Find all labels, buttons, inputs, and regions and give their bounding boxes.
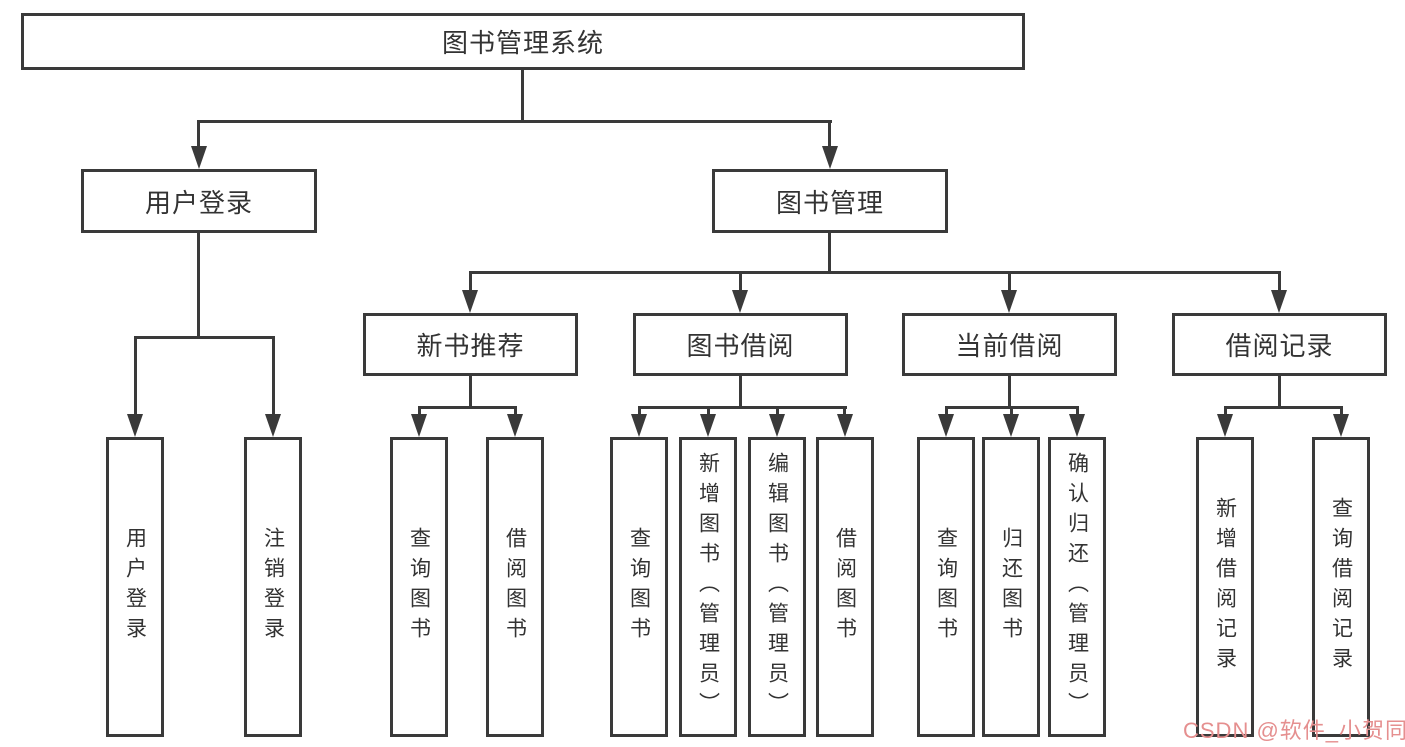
node-current-borrow: 当前借阅 bbox=[902, 313, 1117, 376]
connector-user-login-bar bbox=[134, 336, 275, 339]
arrow-down-icon bbox=[1069, 414, 1085, 437]
leaf-bb-borrow-books-label: 借阅图书 bbox=[833, 527, 857, 647]
connector-book-borrow-stem bbox=[739, 376, 742, 409]
connector-drop bbox=[945, 406, 948, 416]
arrow-down-icon bbox=[507, 414, 523, 437]
connector-new-book-bar bbox=[418, 406, 517, 409]
connector-drop bbox=[1076, 406, 1079, 416]
leaf-cb-confirm-return-admin-label: 确认归还（管理员） bbox=[1065, 452, 1089, 722]
arrow-down-icon bbox=[822, 146, 838, 169]
connector-book-borrow-bar bbox=[638, 406, 847, 409]
leaf-user-login: 用户登录 bbox=[106, 437, 164, 737]
leaf-cb-return-books-label: 归还图书 bbox=[999, 527, 1023, 647]
connector-drop-book-borrow bbox=[739, 271, 742, 293]
connector-drop bbox=[1340, 406, 1343, 416]
connector-drop-user-login bbox=[197, 120, 200, 149]
leaf-br-add-record: 新增借阅记录 bbox=[1196, 437, 1254, 737]
arrow-down-icon bbox=[1271, 290, 1287, 313]
connector-drop bbox=[776, 406, 779, 416]
arrow-down-icon bbox=[1003, 414, 1019, 437]
connector-drop bbox=[707, 406, 710, 416]
leaf-user-login-label: 用户登录 bbox=[123, 527, 147, 647]
leaf-bb-add-books-admin-label: 新增图书（管理员） bbox=[696, 452, 720, 722]
leaf-bb-edit-books-admin: 编辑图书（管理员） bbox=[748, 437, 806, 737]
node-book-management: 图书管理 bbox=[712, 169, 948, 233]
node-root: 图书管理系统 bbox=[21, 13, 1025, 70]
connector-drop bbox=[843, 406, 846, 416]
arrow-down-icon bbox=[769, 414, 785, 437]
connector-drop-new-book bbox=[469, 271, 472, 293]
leaf-cb-query-books-label: 查询图书 bbox=[934, 527, 958, 647]
connector-drop-borrow-records bbox=[1278, 271, 1281, 293]
leaf-cb-confirm-return-admin: 确认归还（管理员） bbox=[1048, 437, 1106, 737]
connector-drop bbox=[638, 406, 641, 416]
node-new-book-recommend: 新书推荐 bbox=[363, 313, 578, 376]
connector-borrow-records-stem bbox=[1278, 376, 1281, 409]
leaf-cb-return-books: 归还图书 bbox=[982, 437, 1040, 737]
leaf-cb-query-books: 查询图书 bbox=[917, 437, 975, 737]
arrow-down-icon bbox=[700, 414, 716, 437]
leaf-br-query-record: 查询借阅记录 bbox=[1312, 437, 1370, 737]
connector-root-stem bbox=[521, 70, 524, 123]
arrow-down-icon bbox=[127, 414, 143, 437]
leaf-logout-label: 注销登录 bbox=[261, 527, 285, 647]
leaf-bb-add-books-admin: 新增图书（管理员） bbox=[679, 437, 737, 737]
arrow-down-icon bbox=[1217, 414, 1233, 437]
arrow-down-icon bbox=[411, 414, 427, 437]
connector-book-management-bar bbox=[469, 271, 1281, 274]
connector-drop bbox=[514, 406, 517, 416]
connector-borrow-records-bar bbox=[1224, 406, 1343, 409]
arrow-down-icon bbox=[732, 290, 748, 313]
connector-drop-current-borrow bbox=[1008, 271, 1011, 293]
leaf-br-add-record-label: 新增借阅记录 bbox=[1213, 497, 1237, 677]
connector-drop bbox=[418, 406, 421, 416]
leaf-logout: 注销登录 bbox=[244, 437, 302, 737]
connector-new-book-stem bbox=[469, 376, 472, 409]
leaf-bb-query-books-label: 查询图书 bbox=[627, 527, 651, 647]
arrow-down-icon bbox=[938, 414, 954, 437]
leaf-nb-borrow-books-label: 借阅图书 bbox=[503, 527, 527, 647]
connector-book-management-stem bbox=[828, 233, 831, 274]
node-borrow-records: 借阅记录 bbox=[1172, 313, 1387, 376]
node-book-management-label: 图书管理 bbox=[775, 187, 884, 218]
connector-drop-book-management bbox=[828, 120, 831, 149]
arrow-down-icon bbox=[1001, 290, 1017, 313]
connector-current-borrow-stem bbox=[1008, 376, 1011, 409]
connector-root-bar bbox=[197, 120, 832, 123]
node-root-label: 图书管理系统 bbox=[441, 28, 604, 58]
node-user-login-label: 用户登录 bbox=[144, 187, 253, 218]
arrow-down-icon bbox=[462, 290, 478, 313]
arrow-down-icon bbox=[265, 414, 281, 437]
leaf-nb-borrow-books: 借阅图书 bbox=[486, 437, 544, 737]
arrow-down-icon bbox=[631, 414, 647, 437]
connector-drop bbox=[1224, 406, 1227, 416]
node-borrow-records-label: 借阅记录 bbox=[1225, 331, 1334, 361]
node-book-borrow-label: 图书借阅 bbox=[686, 331, 795, 361]
arrow-down-icon bbox=[837, 414, 853, 437]
leaf-bb-borrow-books: 借阅图书 bbox=[816, 437, 874, 737]
connector-drop-leaf-user-login bbox=[134, 336, 137, 416]
node-current-borrow-label: 当前借阅 bbox=[955, 331, 1064, 361]
leaf-nb-query-books: 查询图书 bbox=[390, 437, 448, 737]
arrow-down-icon bbox=[191, 146, 207, 169]
node-new-book-recommend-label: 新书推荐 bbox=[416, 331, 525, 361]
leaf-br-query-record-label: 查询借阅记录 bbox=[1329, 497, 1353, 677]
node-user-login: 用户登录 bbox=[81, 169, 317, 233]
arrow-down-icon bbox=[1333, 414, 1349, 437]
leaf-bb-query-books: 查询图书 bbox=[610, 437, 668, 737]
connector-drop-leaf-logout bbox=[272, 336, 275, 416]
node-book-borrow: 图书借阅 bbox=[633, 313, 848, 376]
watermark: CSDN @软件_小贺同学 bbox=[1183, 718, 1405, 743]
connector-user-login-stem bbox=[197, 233, 200, 338]
leaf-bb-edit-books-admin-label: 编辑图书（管理员） bbox=[765, 452, 789, 722]
leaf-nb-query-books-label: 查询图书 bbox=[407, 527, 431, 647]
connector-drop bbox=[1010, 406, 1013, 416]
